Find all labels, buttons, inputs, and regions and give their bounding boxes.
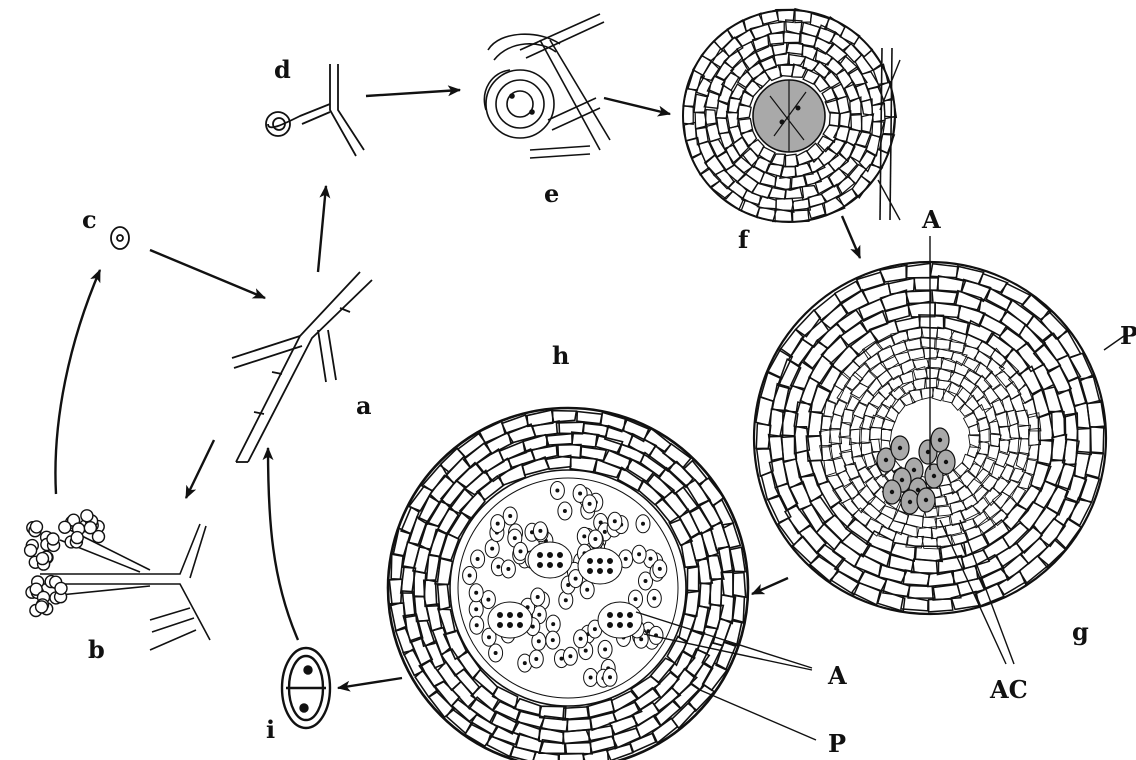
arrow-e-to-f [604, 98, 670, 114]
conidia-clusters [25, 510, 105, 617]
stage-g-ascocarp [754, 236, 1124, 664]
label-i: i [266, 715, 275, 744]
conidium [36, 601, 48, 613]
wall-cell [737, 174, 758, 193]
label-g-ascogenous-cells: AC [989, 675, 1028, 704]
conidium [84, 522, 96, 534]
stage-f-young-ascocarp [683, 9, 900, 222]
arrow-b-to-c [55, 270, 100, 494]
ascus [488, 602, 532, 638]
arrow-h-to-i [338, 678, 402, 688]
arrow-c-to-a [150, 250, 265, 298]
wall-cell [733, 137, 748, 156]
arrow-a-to-d [318, 186, 326, 272]
wall-cell [829, 112, 839, 126]
wall-cell [741, 148, 758, 167]
wall-cell [747, 60, 764, 80]
ascus [528, 542, 572, 578]
label-c: c [82, 205, 97, 234]
label-d: d [274, 55, 291, 84]
label-e: e [544, 179, 559, 208]
conidium [25, 544, 37, 556]
stage-c-spore [111, 227, 129, 249]
ascus [578, 548, 622, 584]
wall-cell [764, 65, 781, 81]
label-h-ascus: A [827, 661, 847, 690]
label-a: a [356, 391, 372, 420]
stage-h-mature-ascocarp [388, 408, 816, 760]
arrow-g-to-h [752, 578, 788, 594]
arrow-d-to-e [366, 90, 460, 96]
label-g-peridium: P [1120, 321, 1136, 350]
label-g-ascus: A [921, 205, 941, 234]
label-h-peridium: P [828, 729, 846, 758]
ascus [598, 602, 642, 638]
wall-cell [688, 70, 704, 90]
conidium [55, 582, 67, 594]
wall-cell [844, 44, 861, 63]
wall-cell [694, 94, 707, 113]
arrow-a-to-b [186, 440, 214, 498]
stage-e-initials [484, 14, 610, 158]
label-f: f [738, 225, 750, 254]
label-h: h [552, 341, 569, 370]
stage-a-hyphae [232, 272, 372, 462]
stage-i-ascospore [282, 648, 330, 728]
conidium [31, 521, 43, 533]
conidium [71, 532, 83, 544]
wall-cell [705, 155, 725, 176]
wall-cell [787, 43, 803, 54]
conidium [37, 553, 49, 565]
conidium [47, 533, 59, 545]
label-g: g [1072, 617, 1089, 646]
arrow-f-to-g [842, 216, 860, 258]
wall-cell [743, 50, 760, 69]
label-b: b [88, 635, 105, 664]
conidium [59, 521, 71, 533]
conidium [81, 510, 93, 522]
wall-cell [683, 106, 693, 124]
wall-cell [727, 112, 739, 128]
arrow-i-to-a [268, 448, 298, 640]
wall-cell [872, 104, 885, 122]
